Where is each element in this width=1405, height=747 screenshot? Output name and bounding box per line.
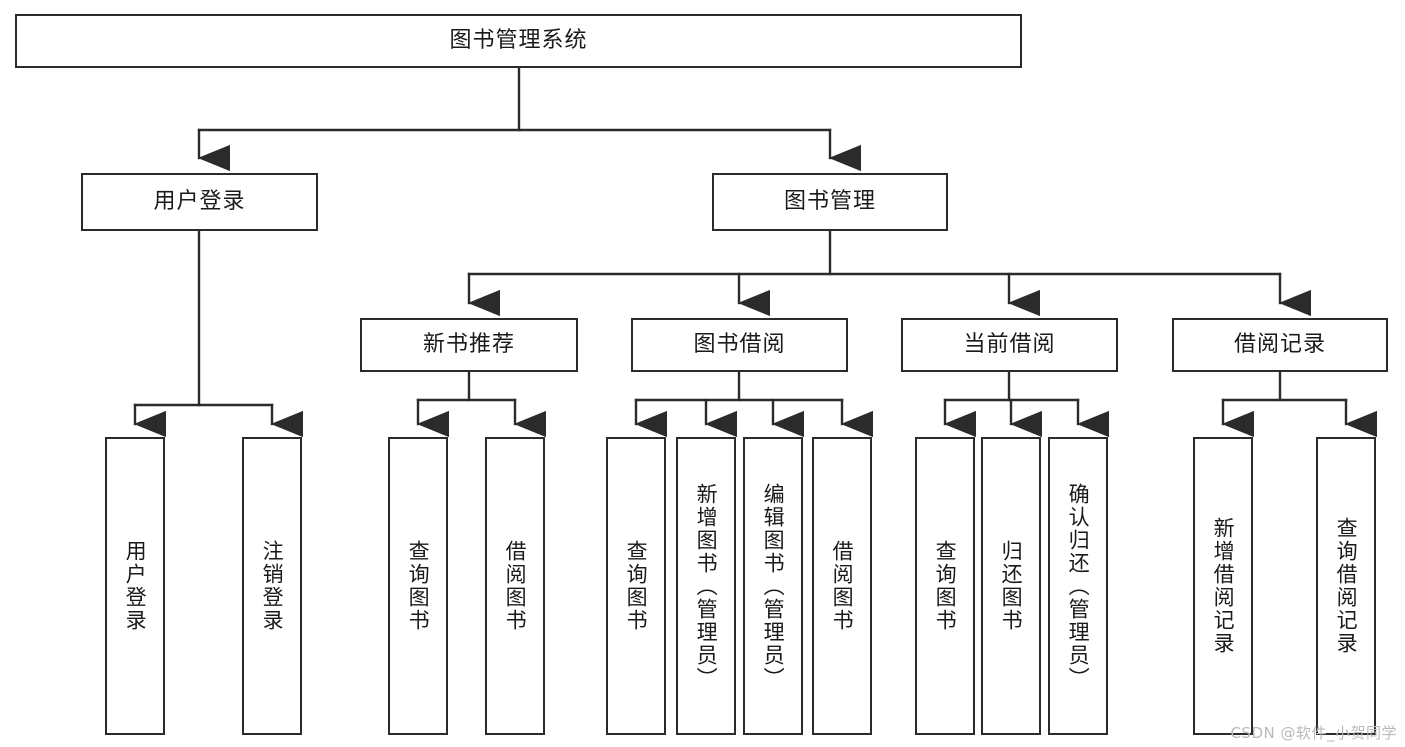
leaf-new-book-borrow-book[interactable]: 借阅图书: [485, 437, 545, 735]
leaf-label: 确认归还（管理员）: [1066, 482, 1091, 690]
leaf-borrow-record-query-record[interactable]: 查询借阅记录: [1316, 437, 1376, 735]
leaf-book-borrow-add-book-admin[interactable]: 新增图书（管理员）: [676, 437, 736, 735]
leaf-label: 借阅图书: [830, 540, 855, 632]
node-book-borrow[interactable]: 图书借阅: [631, 318, 848, 372]
leaf-label: 归还图书: [999, 540, 1024, 632]
leaf-label: 编辑图书（管理员）: [761, 482, 786, 690]
node-user-login[interactable]: 用户登录: [81, 173, 318, 231]
node-root-book-management-system[interactable]: 图书管理系统: [15, 14, 1022, 68]
leaf-user-login-login[interactable]: 用户登录: [105, 437, 165, 735]
leaf-label: 查询借阅记录: [1334, 517, 1359, 655]
leaf-book-borrow-borrow-book[interactable]: 借阅图书: [812, 437, 872, 735]
leaf-label: 新增图书（管理员）: [694, 482, 719, 690]
leaf-label: 查询图书: [624, 540, 649, 632]
leaf-current-borrow-return-book[interactable]: 归还图书: [981, 437, 1041, 735]
leaf-label: 借阅图书: [503, 540, 528, 632]
leaf-label: 新增借阅记录: [1211, 517, 1236, 655]
node-new-book-recommend[interactable]: 新书推荐: [360, 318, 578, 372]
node-borrow-record[interactable]: 借阅记录: [1172, 318, 1388, 372]
node-book-management[interactable]: 图书管理: [712, 173, 948, 231]
leaf-new-book-query-book[interactable]: 查询图书: [388, 437, 448, 735]
leaf-user-login-logout[interactable]: 注销登录: [242, 437, 302, 735]
leaf-label: 查询图书: [933, 540, 958, 632]
leaf-borrow-record-add-record[interactable]: 新增借阅记录: [1193, 437, 1253, 735]
leaf-book-borrow-query-book[interactable]: 查询图书: [606, 437, 666, 735]
leaf-label: 用户登录: [123, 540, 148, 632]
leaf-book-borrow-edit-book-admin[interactable]: 编辑图书（管理员）: [743, 437, 803, 735]
leaf-label: 注销登录: [260, 540, 285, 632]
leaf-label: 查询图书: [406, 540, 431, 632]
leaf-current-borrow-query-book[interactable]: 查询图书: [915, 437, 975, 735]
node-current-borrow[interactable]: 当前借阅: [901, 318, 1118, 372]
leaf-current-borrow-confirm-return-admin[interactable]: 确认归还（管理员）: [1048, 437, 1108, 735]
